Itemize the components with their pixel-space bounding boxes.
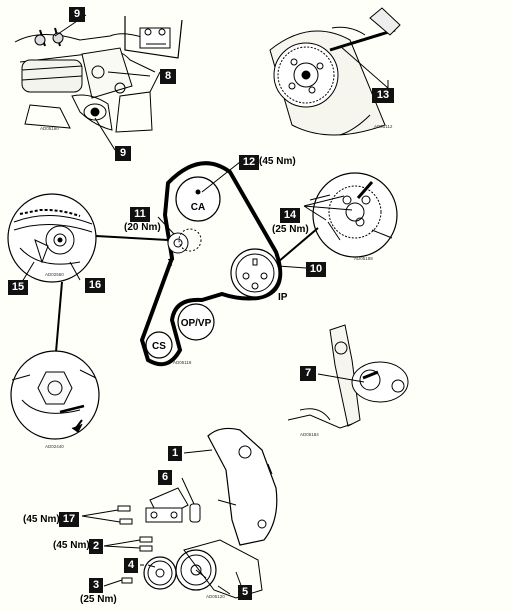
label-t: T bbox=[168, 258, 174, 269]
callout-9-top: 9 bbox=[69, 7, 85, 22]
torque-11: (20 Nm) bbox=[124, 222, 161, 233]
torque-12: (45 Nm) bbox=[259, 156, 296, 167]
callout-17: 17 bbox=[59, 512, 79, 527]
ref-bottom: AD05120 bbox=[206, 594, 225, 599]
callout-1: 1 bbox=[168, 446, 182, 461]
callout-5: 5 bbox=[238, 585, 252, 600]
crankshaft-locking-detail bbox=[10, 350, 100, 440]
ref-center: AD05118 bbox=[173, 360, 192, 365]
ref-left: AD02560 bbox=[45, 272, 64, 277]
tensioner-detail bbox=[7, 193, 169, 353]
camshaft-sprocket-detail bbox=[269, 7, 401, 136]
camshaft-bearing-detail bbox=[14, 14, 183, 151]
callout-11: 11 bbox=[130, 207, 150, 222]
callout-4: 4 bbox=[124, 558, 138, 573]
callout-6: 6 bbox=[158, 470, 172, 485]
callout-3: 3 bbox=[89, 578, 103, 593]
label-ip: IP bbox=[278, 292, 288, 303]
callout-12: 12 bbox=[239, 155, 259, 170]
torque-17: (45 Nm) bbox=[23, 514, 60, 525]
torque-14: (25 Nm) bbox=[272, 224, 309, 235]
ref-midright: AD05184 bbox=[300, 432, 319, 437]
callout-7: 7 bbox=[300, 366, 316, 381]
covers-pulleys-exploded bbox=[81, 427, 278, 599]
callout-13: 13 bbox=[372, 88, 394, 103]
ref-right: AD05188 bbox=[354, 256, 373, 261]
label-opvp: OP/VP bbox=[181, 318, 212, 329]
torque-3: (25 Nm) bbox=[80, 594, 117, 605]
ref-bottomleft: AD02440 bbox=[45, 444, 64, 449]
ref-topleft: AD05160 bbox=[40, 126, 59, 131]
callout-8: 8 bbox=[160, 69, 176, 84]
injection-pump-sprocket-detail bbox=[277, 172, 398, 263]
callout-16: 16 bbox=[85, 278, 105, 293]
callout-9-bottom: 9 bbox=[115, 146, 131, 161]
callout-10: 10 bbox=[306, 262, 326, 277]
belt-layout bbox=[139, 161, 307, 367]
label-ca: CA bbox=[191, 202, 205, 213]
ref-topright: AD05112 bbox=[374, 124, 393, 129]
label-cs: CS bbox=[152, 341, 166, 352]
pump-sprocket-timing-pin-detail bbox=[287, 324, 409, 429]
torque-2: (45 Nm) bbox=[53, 540, 90, 551]
callout-14: 14 bbox=[280, 208, 300, 223]
callout-2: 2 bbox=[89, 539, 103, 554]
callout-15: 15 bbox=[8, 280, 28, 295]
